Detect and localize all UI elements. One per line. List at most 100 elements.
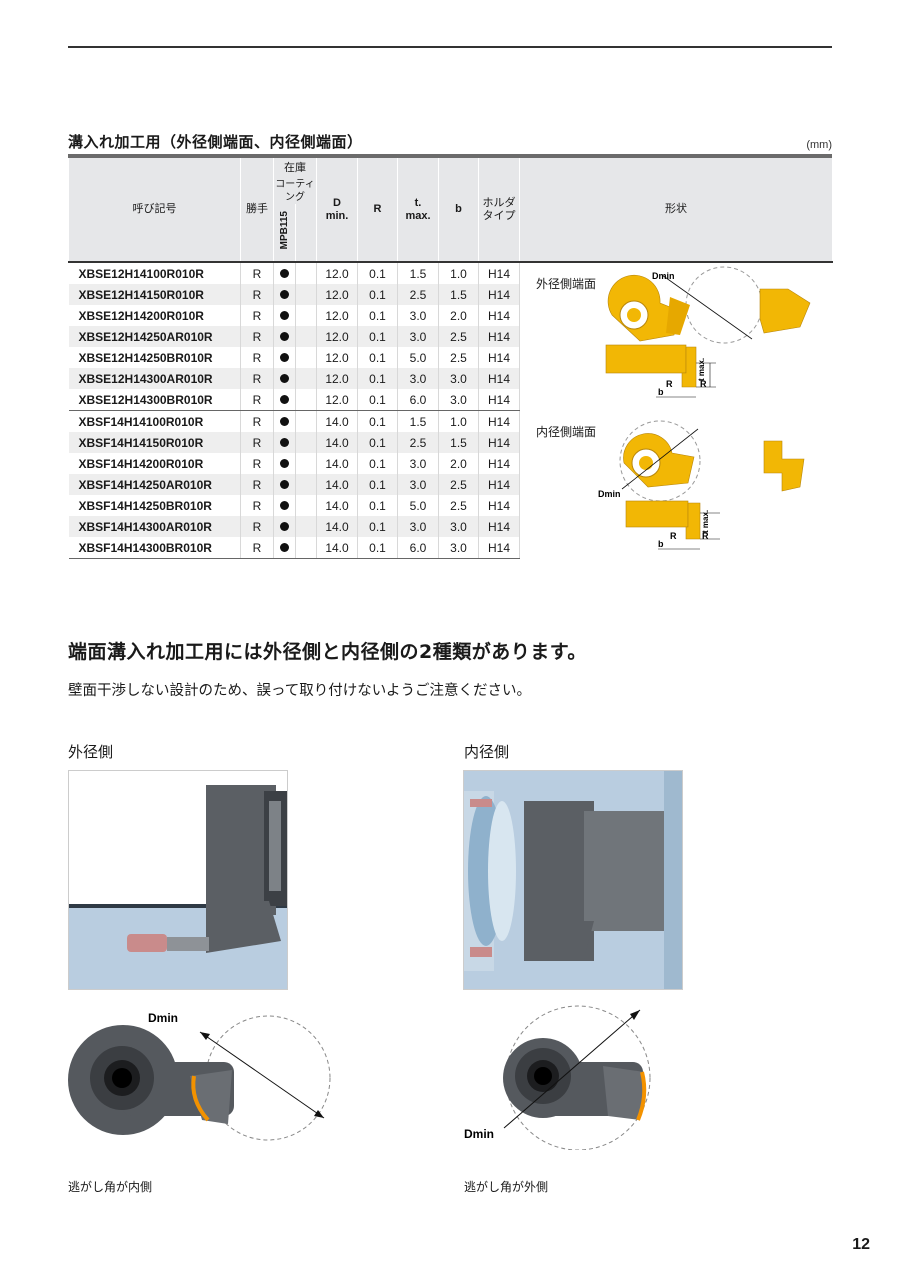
cell-r: 0.1 — [357, 284, 398, 305]
cell-empty — [295, 495, 317, 516]
header-dmin: D min. — [316, 158, 358, 262]
cell-empty — [295, 432, 317, 453]
inner-shape-dmin-label: Dmin — [598, 489, 621, 499]
cell-holder: H14 — [478, 495, 520, 516]
cell-stock — [273, 432, 296, 453]
cell-stock — [273, 389, 296, 411]
stock-dot-icon — [280, 289, 289, 299]
cell-holder: H14 — [478, 284, 520, 305]
inner-caption: 逃がし角が外側 — [464, 1180, 549, 1194]
cell-d: 12.0 — [316, 389, 358, 411]
stock-dot-icon — [280, 310, 289, 320]
cell-empty — [295, 410, 317, 432]
cell-holder: H14 — [478, 410, 520, 432]
cell-empty — [295, 453, 317, 474]
inner-photo — [463, 770, 683, 990]
cell-holder: H14 — [478, 326, 520, 347]
cell-holder: H14 — [478, 305, 520, 326]
cell-hand: R — [240, 516, 274, 537]
stock-dot-icon — [280, 479, 289, 489]
inner-photo-illustration — [464, 771, 682, 989]
cell-b: 2.5 — [438, 495, 479, 516]
cell-empty — [295, 326, 317, 347]
cell-holder: H14 — [478, 516, 520, 537]
grade-label: MPB115 — [279, 211, 290, 250]
cell-stock — [273, 474, 296, 495]
shape-cell: 外径側端面 Dmin t max. R R b — [519, 262, 833, 411]
spec-table: 呼び記号 勝手 在庫 D min. R t. max. b ホルダ タイプ 形状… — [68, 158, 833, 559]
cell-d: 14.0 — [316, 537, 358, 559]
header-hand: 勝手 — [240, 158, 274, 262]
outer-dmin-diagram: Dmin — [68, 1011, 331, 1141]
unit-label: (mm) — [806, 139, 832, 151]
cell-hand: R — [240, 284, 274, 305]
cell-b: 1.0 — [438, 410, 479, 432]
inner-shape-r1-label: R — [670, 531, 677, 541]
stock-dot-icon — [280, 437, 289, 447]
stock-dot-icon — [280, 394, 289, 404]
cell-stock — [273, 410, 296, 432]
cell-d: 14.0 — [316, 495, 358, 516]
cell-r: 0.1 — [357, 368, 398, 389]
page-number: 12 — [852, 1236, 870, 1253]
inner-title: 内径側 — [464, 743, 510, 761]
inner-dmin-label: Dmin — [464, 1127, 494, 1141]
cell-t: 3.0 — [397, 326, 439, 347]
cell-hand: R — [240, 368, 274, 389]
cell-hand: R — [240, 537, 274, 559]
cell-t: 3.0 — [397, 516, 439, 537]
cell-hand: R — [240, 262, 274, 284]
cell-d: 12.0 — [316, 262, 358, 284]
cell-code: XBSE12H14150R010R — [68, 284, 241, 305]
cell-code: XBSF14H14250AR010R — [68, 474, 241, 495]
outer-shape-r2-label: R — [700, 379, 707, 389]
cell-code: XBSE12H14300BR010R — [68, 389, 241, 411]
inner-shape-t-label: t max. — [701, 509, 710, 532]
cell-r: 0.1 — [357, 305, 398, 326]
cell-r: 0.1 — [357, 389, 398, 411]
cell-holder: H14 — [478, 474, 520, 495]
inner-shape-r2-label: R — [702, 531, 709, 541]
cell-b: 3.0 — [438, 368, 479, 389]
cell-empty — [295, 368, 317, 389]
outer-photo — [68, 770, 288, 990]
cell-stock — [273, 516, 296, 537]
title-rule — [68, 154, 832, 158]
outer-shape-b-label: b — [658, 387, 664, 397]
cell-b: 1.5 — [438, 432, 479, 453]
stock-dot-icon — [280, 500, 289, 510]
cell-b: 2.5 — [438, 347, 479, 368]
cell-code: XBSE12H14300AR010R — [68, 368, 241, 389]
cell-holder: H14 — [478, 537, 520, 559]
cell-d: 12.0 — [316, 305, 358, 326]
cell-code: XBSE12H14250BR010R — [68, 347, 241, 368]
cell-empty — [295, 262, 317, 284]
cell-r: 0.1 — [357, 495, 398, 516]
cell-holder: H14 — [478, 453, 520, 474]
cell-holder: H14 — [478, 432, 520, 453]
headline: 端面溝入れ加工用には外径側と内径側の2種類があります。 — [68, 641, 587, 663]
cell-t: 3.0 — [397, 474, 439, 495]
outer-shape-r1-label: R — [666, 379, 673, 389]
stock-dot-icon — [280, 521, 289, 531]
header-shape: 形状 — [519, 158, 833, 262]
cell-r: 0.1 — [357, 453, 398, 474]
cell-empty — [295, 347, 317, 368]
cell-empty — [295, 474, 317, 495]
cell-t: 6.0 — [397, 389, 439, 411]
cell-hand: R — [240, 389, 274, 411]
cell-d: 12.0 — [316, 326, 358, 347]
stock-dot-icon — [280, 458, 289, 468]
cell-r: 0.1 — [357, 326, 398, 347]
cell-empty — [295, 537, 317, 559]
cell-t: 2.5 — [397, 432, 439, 453]
header-b: b — [438, 158, 479, 262]
outer-diagram: Dmin — [62, 1000, 352, 1150]
cell-r: 0.1 — [357, 516, 398, 537]
stock-dot-icon — [280, 373, 289, 383]
header-holder: ホルダ タイプ — [478, 158, 520, 262]
outer-shape-dmin-label: Dmin — [652, 271, 675, 281]
